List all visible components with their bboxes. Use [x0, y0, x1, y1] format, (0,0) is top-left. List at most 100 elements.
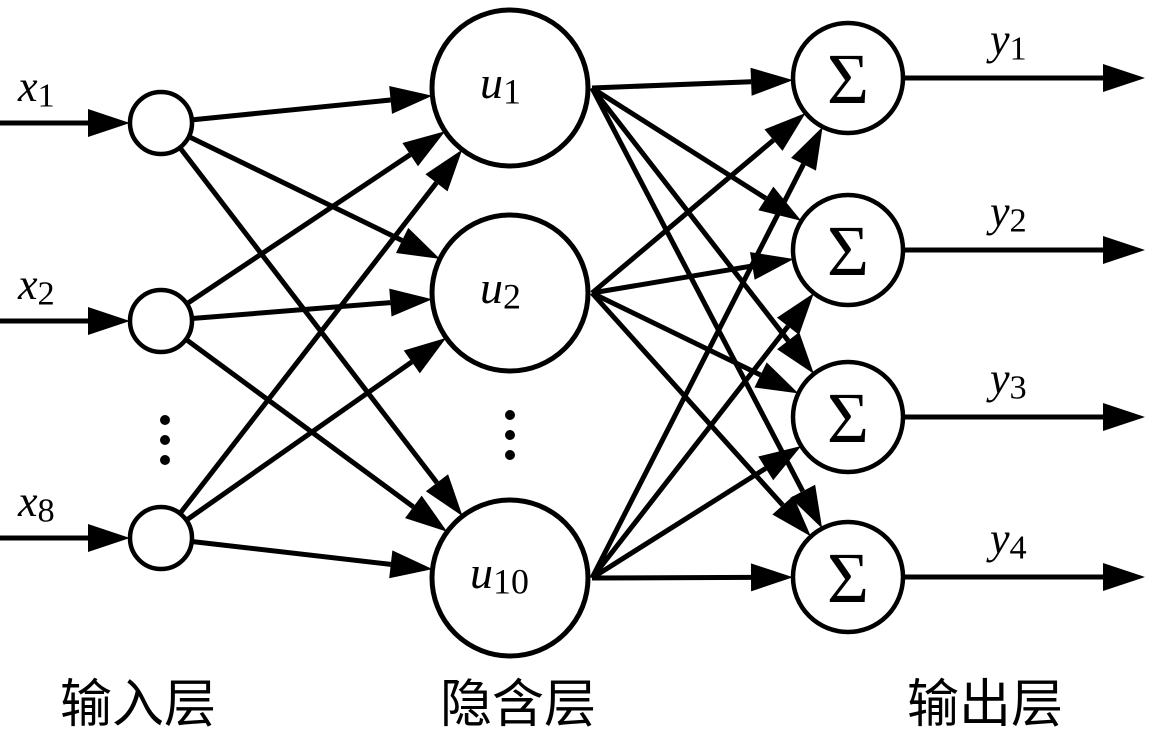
- arrowhead-icon: [88, 524, 130, 552]
- input-node-i2: [127, 287, 195, 355]
- edge-line: [591, 574, 752, 581]
- edge-line: [591, 79, 752, 91]
- output-arrow-o2: [903, 236, 1145, 264]
- connections: [0, 64, 1145, 592]
- sigma-icon: Σ: [827, 39, 869, 119]
- arrowhead-icon: [402, 131, 446, 167]
- arrowhead-icon: [790, 484, 823, 529]
- edge-line: [590, 291, 785, 507]
- arrowhead-icon: [791, 126, 823, 171]
- arrowhead-icon: [758, 186, 802, 221]
- edge-line: [589, 163, 806, 580]
- input-ellipsis-icon: [160, 415, 170, 465]
- edge-line: [590, 86, 791, 343]
- edge-line: [187, 134, 404, 243]
- sigma-icon: Σ: [827, 211, 869, 291]
- output-label-o2: y2: [986, 187, 1027, 239]
- edge-i1-h2: [187, 134, 440, 259]
- edge-line: [184, 359, 414, 523]
- edge-line: [590, 85, 768, 201]
- arrowhead-icon: [389, 86, 433, 114]
- labels: x1x2x8y1y2y3y4输入层隐含层输出层: [17, 15, 1063, 735]
- layer-label-input: 输入层: [60, 675, 216, 735]
- ellipsis-dot: [160, 415, 170, 425]
- edge-h10-o2: [590, 293, 814, 580]
- output-label-o1: y1: [986, 15, 1027, 67]
- arrowhead-icon: [754, 362, 799, 394]
- edge-line: [590, 290, 762, 378]
- edge-i1-h10: [177, 146, 463, 517]
- edge-h2-o4: [590, 291, 811, 537]
- arrowhead-icon: [1103, 64, 1145, 92]
- output-node-o3: [790, 359, 906, 475]
- edge-i2-h10: [184, 337, 448, 532]
- edge-line: [191, 97, 391, 123]
- ellipsis-dot: [160, 455, 170, 465]
- edge-i2-h2: [191, 288, 433, 322]
- arrowhead-icon: [1103, 236, 1145, 264]
- arrowhead-icon: [750, 67, 794, 96]
- arrowhead-icon: [425, 149, 463, 192]
- arrowhead-icon: [777, 332, 814, 374]
- arrowhead-icon: [389, 550, 433, 579]
- hidden-label-h1: u1: [480, 57, 521, 112]
- edge-h2-o2: [591, 252, 794, 296]
- edge-line: [191, 539, 392, 567]
- sigma-icon: Σ: [827, 538, 869, 618]
- edge-i2-h1: [185, 131, 446, 306]
- arrowhead-icon: [749, 252, 794, 280]
- arrowhead-icon: [389, 288, 433, 317]
- edge-h2-o3: [590, 290, 799, 394]
- edge-h1-o2: [590, 85, 802, 221]
- arrowhead-icon: [776, 293, 814, 335]
- edge-i8-h2: [184, 337, 447, 523]
- output-label-o3: y3: [986, 354, 1027, 406]
- hidden-node-h2: [429, 212, 591, 374]
- output-arrow-o1: [903, 64, 1145, 92]
- layer-label-hidden: 隐含层: [440, 675, 596, 735]
- input-node-i1: [127, 89, 195, 157]
- input-arrow-i8: [0, 524, 130, 552]
- output-node-o1: [790, 20, 906, 136]
- input-label-i8: x8: [17, 477, 55, 529]
- edge-h10-o4: [591, 563, 794, 592]
- edge-line: [178, 181, 439, 516]
- ellipsis-dot: [160, 435, 170, 445]
- layer-label-output: 输出层: [907, 675, 1063, 735]
- edge-i8-h1: [178, 149, 463, 516]
- edge-i1-h1: [191, 86, 433, 123]
- edge-line: [590, 324, 791, 580]
- input-node-i8: [127, 504, 195, 572]
- edge-line: [591, 263, 753, 296]
- ellipsis-dot: [505, 450, 515, 460]
- edge-line: [185, 152, 412, 306]
- output-arrow-o3: [903, 403, 1145, 431]
- arrowhead-icon: [772, 495, 811, 537]
- edge-h1-o1: [591, 67, 794, 96]
- arrowhead-icon: [395, 227, 440, 259]
- arrowhead-icon: [1103, 403, 1145, 431]
- edge-h10-o3: [590, 445, 802, 581]
- sigma-icon: Σ: [827, 378, 869, 458]
- edge-line: [177, 146, 439, 485]
- edge-line: [184, 337, 415, 509]
- arrowhead-icon: [88, 307, 130, 335]
- input-label-i1: x1: [17, 62, 55, 114]
- input-arrow-i2: [0, 307, 130, 335]
- output-arrow-o4: [903, 563, 1145, 591]
- arrowhead-icon: [764, 113, 806, 151]
- edge-h10-o1: [589, 126, 823, 580]
- edge-line: [590, 466, 768, 581]
- arrowhead-icon: [405, 495, 448, 532]
- arrowhead-icon: [425, 474, 463, 517]
- edge-h1-o3: [590, 86, 814, 374]
- edge-line: [191, 300, 391, 322]
- output-node-o2: [790, 192, 906, 308]
- arrowhead-icon: [758, 445, 802, 481]
- arrowhead-icon: [88, 109, 130, 137]
- arrowhead-icon: [403, 337, 447, 374]
- arrowhead-icon: [1103, 563, 1145, 591]
- edge-line: [590, 138, 776, 295]
